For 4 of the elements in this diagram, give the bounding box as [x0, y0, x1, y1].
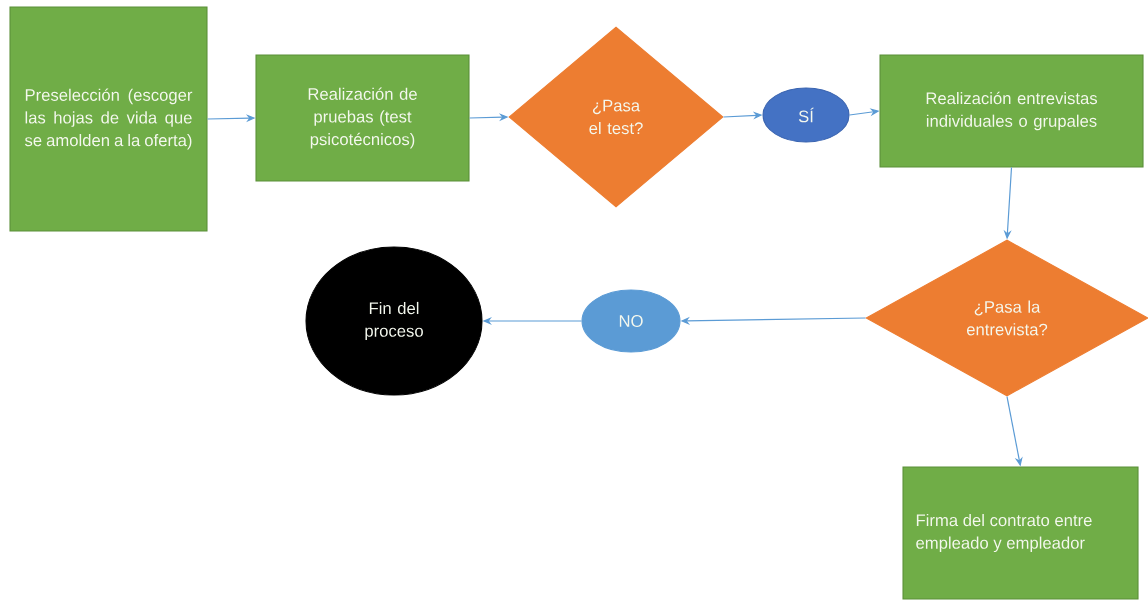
process-box: Preselección (escoger las hojas de vida que se amolden a la oferta)	[9, 6, 208, 232]
process-box: Realización entrevistas individuales o grupales	[879, 54, 1144, 168]
process-box: Realización de pruebas (test psicotécnicos)	[255, 54, 470, 182]
process-box: Firma del contrato entre empleado y empleador	[902, 466, 1139, 600]
